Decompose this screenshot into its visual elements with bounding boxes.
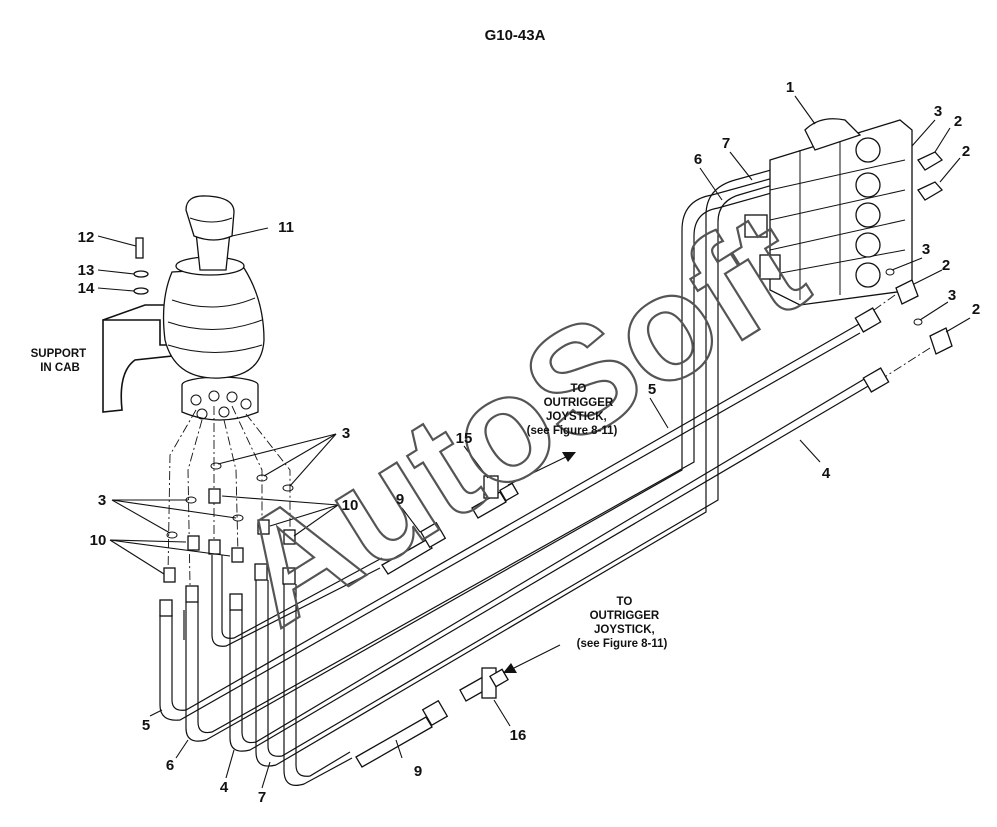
callout: 15 xyxy=(456,430,473,447)
callout: 7 xyxy=(722,135,730,152)
callout: 3 xyxy=(922,241,930,258)
port-centerlines xyxy=(167,405,291,586)
fittings xyxy=(159,462,296,617)
callout: 14 xyxy=(78,280,95,297)
support-note: SUPPORT IN CAB xyxy=(31,348,90,374)
callout: 1 xyxy=(786,79,794,96)
tee-fittings xyxy=(459,475,519,702)
callout: 9 xyxy=(414,763,422,780)
callout: 13 xyxy=(78,262,95,279)
callout: 6 xyxy=(694,151,702,168)
callouts: 1 2 2 2 2 3 3 3 3 3 4 4 5 5 6 6 7 7 9 9 … xyxy=(78,79,981,806)
outrigger-arrows xyxy=(503,452,576,673)
callout: 10 xyxy=(90,532,107,549)
callout: 4 xyxy=(822,465,831,482)
callout: 11 xyxy=(278,219,294,236)
callout: 3 xyxy=(948,287,956,304)
callout: 7 xyxy=(258,789,266,806)
leader-lines xyxy=(97,95,971,789)
callout: 2 xyxy=(962,143,970,160)
callout: 5 xyxy=(648,381,656,398)
callout: 3 xyxy=(98,492,106,509)
callout: 5 xyxy=(142,717,150,734)
callout: 10 xyxy=(342,497,359,514)
callout: 12 xyxy=(78,229,95,246)
callout: 2 xyxy=(954,113,962,130)
outrigger-note-upper: TO OUTRIGGER JOYSTICK, (see Figure 8-11) xyxy=(527,383,618,437)
callout: 6 xyxy=(166,757,174,774)
callout: 3 xyxy=(342,425,350,442)
control-valve xyxy=(744,118,953,393)
callout: 9 xyxy=(396,491,404,508)
outrigger-note-lower: TO OUTRIGGER JOYSTICK, (see Figure 8-11) xyxy=(577,596,668,650)
callout: 2 xyxy=(972,301,980,318)
joystick-assembly xyxy=(102,195,265,421)
figure-title: G10-43A xyxy=(485,27,546,44)
callout: 3 xyxy=(934,103,942,120)
callout: 4 xyxy=(220,779,229,796)
callout: 16 xyxy=(510,727,527,744)
hoses xyxy=(159,147,877,786)
callout: 2 xyxy=(942,257,950,274)
